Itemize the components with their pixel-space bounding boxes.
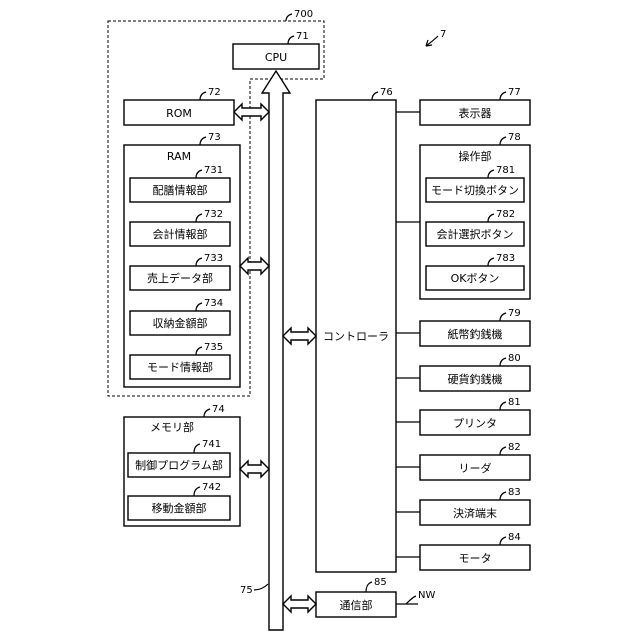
device-label: プリンタ	[453, 417, 497, 430]
ram-item-label: 収納金額部	[153, 316, 208, 330]
ram-item-ref: 731	[204, 165, 223, 176]
device-label: 硬貨釣銭機	[448, 372, 503, 386]
bus-ref: 75	[240, 585, 253, 596]
operation-item-ref: 781	[496, 165, 515, 176]
display-leader	[500, 92, 506, 100]
ram-item-ref: 735	[204, 342, 223, 353]
ram-item-label: 配膳情報部	[153, 183, 208, 197]
ram-leader	[200, 137, 206, 145]
operation-item-ref: 782	[496, 209, 515, 220]
device-ref: 80	[508, 353, 521, 364]
bus-leader	[254, 584, 268, 590]
ram-item-label: モード情報部	[147, 360, 213, 374]
device-leader	[500, 492, 506, 500]
operation-label: 操作部	[459, 149, 492, 163]
device-ref: 81	[508, 397, 521, 408]
rom-bus-arrow	[234, 104, 269, 120]
display-label: 表示器	[459, 106, 492, 120]
memory-bus-arrow	[240, 461, 269, 477]
controller-leader	[372, 92, 378, 100]
ram-label: RAM	[167, 150, 191, 163]
cpu-leader	[288, 36, 294, 44]
memory-item-ref: 741	[202, 439, 221, 450]
device-leader	[500, 358, 506, 366]
device-label: 紙幣釣銭機	[448, 327, 503, 341]
comm-ref: 85	[374, 577, 387, 588]
device-label: 決済端末	[453, 506, 497, 520]
cpu-label: CPU	[265, 51, 287, 64]
comm-leader	[366, 582, 372, 592]
rom-ref: 72	[208, 87, 221, 98]
rom-label: ROM	[166, 107, 192, 120]
ram-item-ref: 734	[204, 298, 223, 309]
controller-bus-arrow	[283, 328, 316, 344]
operation-item-label: モード切換ボタン	[431, 184, 519, 197]
ram-item-ref: 732	[204, 209, 223, 220]
ram-bus-arrow	[240, 258, 269, 274]
memory-item-label: 移動金額部	[152, 501, 207, 515]
device-label: リーダ	[459, 461, 492, 475]
display-ref: 77	[508, 87, 521, 98]
memory-leader	[204, 409, 210, 417]
rom-leader	[200, 92, 206, 100]
device-label: モータ	[459, 552, 492, 565]
device-leader	[500, 313, 506, 321]
device-leader	[500, 537, 506, 545]
device-leader	[500, 402, 506, 410]
memory-ref: 74	[212, 404, 225, 415]
device-leader	[500, 447, 506, 455]
device-ref: 82	[508, 442, 521, 453]
figure-ref: 7	[440, 29, 446, 40]
memory-item-ref: 742	[202, 482, 221, 493]
system-bus-arrow	[262, 71, 290, 630]
comm-bus-arrow	[283, 596, 316, 612]
cpu-ref: 71	[296, 31, 309, 42]
ram-item-ref: 733	[204, 253, 223, 264]
device-ref: 84	[508, 532, 521, 543]
network-leader	[406, 596, 416, 604]
comm-label: 通信部	[340, 598, 373, 612]
operation-ref: 78	[508, 132, 521, 143]
ram-ref: 73	[208, 132, 221, 143]
ram-item-label: 売上データ部	[147, 271, 213, 285]
controller-ref: 76	[380, 87, 393, 98]
network-label: NW	[418, 590, 435, 601]
operation-item-label: 会計選択ボタン	[437, 227, 514, 241]
controller-label: コントローラ	[323, 330, 389, 343]
operation-leader	[500, 137, 506, 145]
operation-item-label: OKボタン	[451, 272, 500, 285]
group-700-leader	[286, 14, 292, 21]
device-ref: 79	[508, 308, 521, 319]
device-ref: 83	[508, 487, 521, 498]
operation-item-ref: 783	[496, 253, 515, 264]
ram-item-label: 会計情報部	[153, 227, 208, 241]
memory-label: メモリ部	[150, 420, 194, 434]
memory-item-label: 制御プログラム部	[135, 458, 223, 472]
group-700-ref: 700	[294, 9, 313, 20]
